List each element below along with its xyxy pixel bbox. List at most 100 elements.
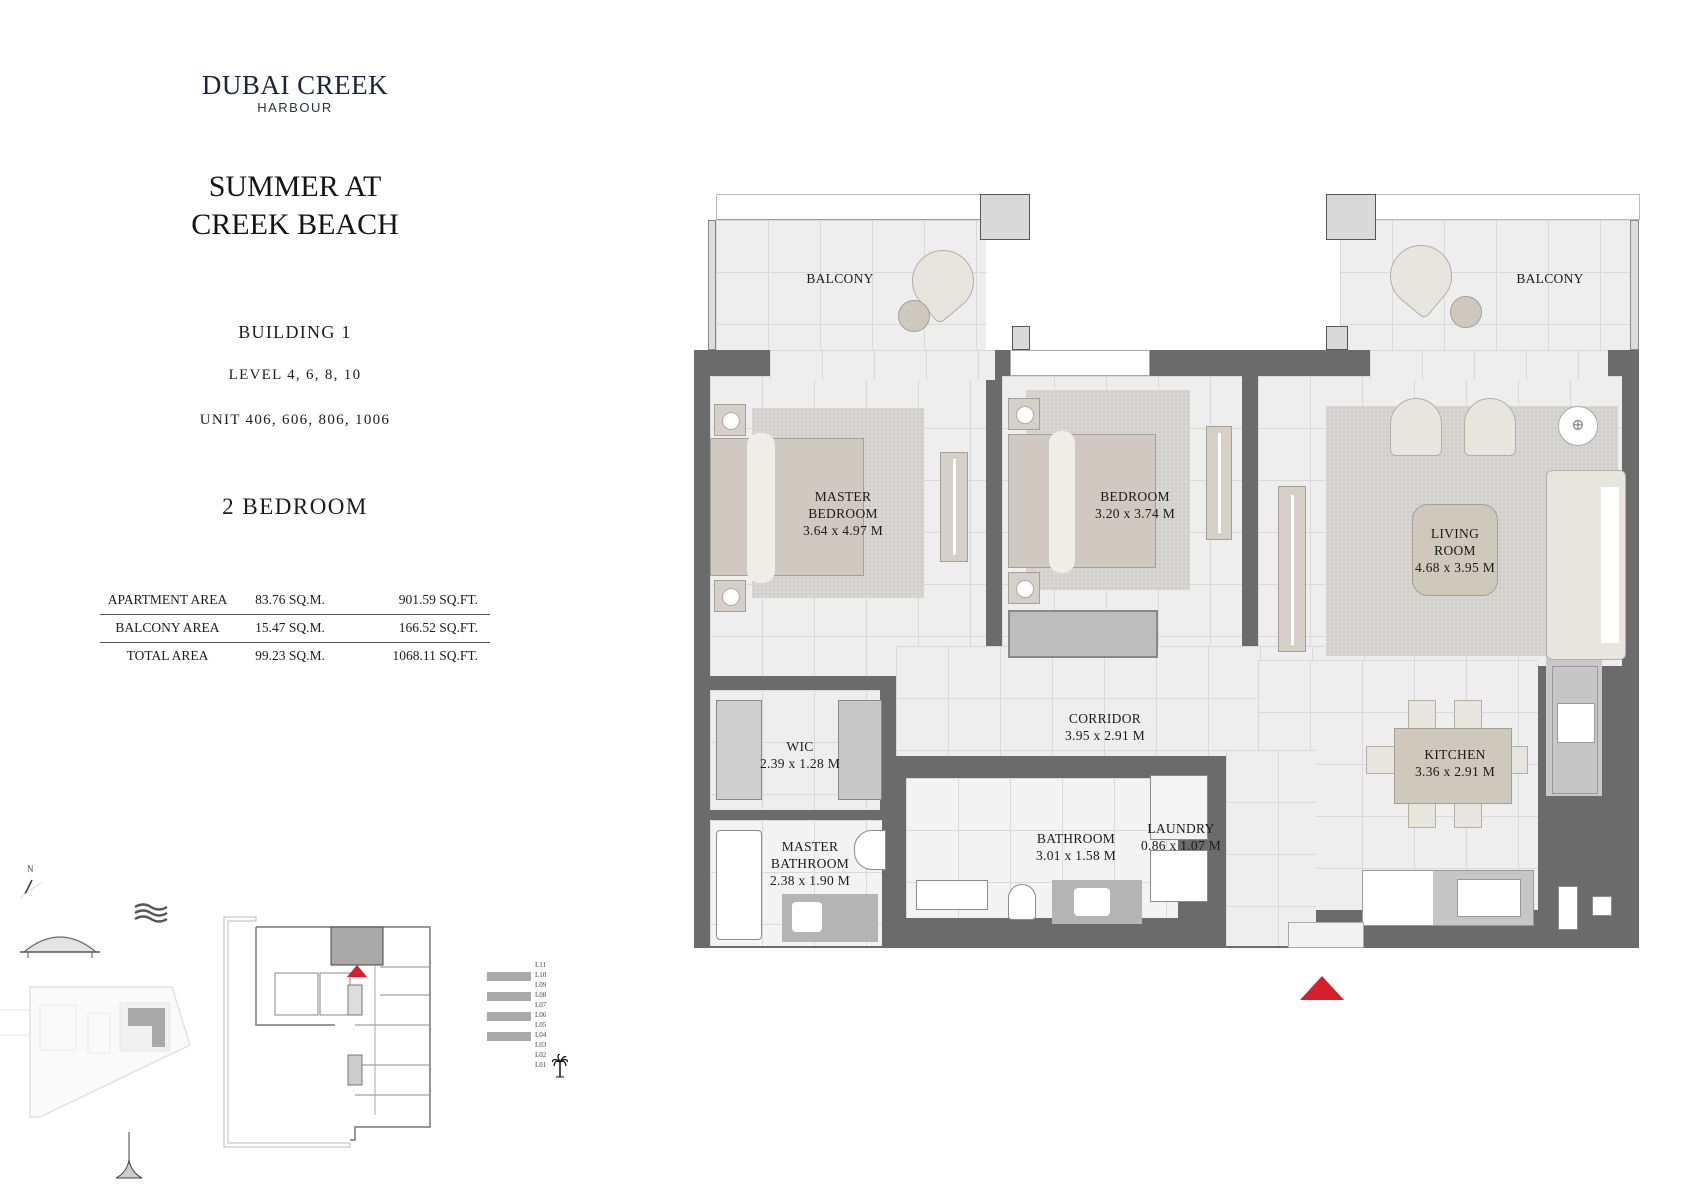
dining-chair [1454, 700, 1482, 730]
area-label: TOTAL AREA [100, 641, 235, 670]
vanity [782, 894, 878, 942]
bedroom-label: BEDROOM 3.20 x 3.74 M [1080, 488, 1190, 522]
north-label: N [27, 864, 34, 874]
balcony-right-railing [1330, 194, 1640, 220]
tv-console [1278, 486, 1306, 652]
dining-chair [1366, 746, 1396, 774]
project-title: SUMMER AT CREEK BEACH [150, 168, 440, 244]
room-name: ROOM [1434, 543, 1476, 558]
level-label: L08 [535, 991, 547, 999]
sink-icon [1457, 879, 1521, 917]
balcony-left-post [1012, 326, 1030, 350]
level-label: L01 [535, 1061, 547, 1069]
entry-area [1226, 750, 1316, 946]
brand-subtitle: HARBOUR [257, 100, 333, 115]
area-sqft: 166.52 SQ.FT. [345, 613, 490, 642]
level-label: L03 [535, 1041, 547, 1049]
balcony-right-side [1630, 220, 1639, 350]
nightstand [1008, 398, 1040, 430]
side-table [898, 300, 930, 332]
level-highlight-l08 [487, 992, 531, 1001]
level-highlight-l06 [487, 1012, 531, 1021]
level-highlight-l04 [487, 1032, 531, 1041]
side-table [1450, 296, 1482, 328]
nightstand [714, 580, 746, 612]
kitchen-counter-bottom [1362, 870, 1534, 926]
wic-label: WIC 2.39 x 1.28 M [750, 738, 850, 772]
vanity [1052, 880, 1142, 924]
balcony-left-side [708, 220, 716, 350]
room-name: MASTER [814, 489, 872, 504]
area-sqm: 15.47 SQ.M. [235, 613, 345, 642]
floor-lamp: ⊕ [1558, 406, 1598, 446]
toilet [1008, 884, 1036, 920]
master-bedroom-label: MASTER BEDROOM 3.64 x 4.97 M [788, 488, 898, 539]
room-size: 4.68 x 3.95 M [1414, 560, 1496, 575]
toilet [854, 830, 886, 870]
unit-type-label: 2 BEDROOM [222, 494, 368, 519]
area-sqm: 83.76 SQ.M. [255, 591, 325, 607]
dining-table [1394, 728, 1512, 804]
bed-throw [1049, 431, 1075, 573]
kitchen-counter-right [1552, 666, 1598, 794]
nightstand [714, 404, 746, 436]
utility-panel [1558, 886, 1578, 930]
level-label: L11 [535, 961, 547, 969]
dresser [940, 452, 968, 562]
bedroom-wardrobe [1008, 610, 1158, 658]
level-label: L04 [535, 1031, 547, 1039]
area-sqft: 1068.11 SQ.FT. [345, 641, 490, 670]
level-label: L06 [535, 1011, 547, 1019]
living-room-label: LIVING ROOM 4.68 x 3.95 M [1400, 525, 1510, 576]
room-name: MASTER [781, 839, 839, 854]
area-sqm: 99.23 SQ.M. [235, 641, 345, 670]
room-name: CORRIDOR [1068, 711, 1142, 726]
area-sqft: 901.59 SQ.FT. [398, 591, 478, 607]
laundry-label: LAUNDRY 0.86 x 1.07 M [1136, 820, 1226, 854]
living-room-entry [1370, 350, 1608, 380]
bedroom-window [1010, 350, 1150, 376]
area-table: APARTMENT AREA 83.76 SQ.M. 901.59 SQ.FT.… [100, 586, 490, 670]
levels-legend: L11 L10 L09 L08 L07 L06 L05 L04 L03 L02 … [480, 960, 580, 1085]
master-bedroom-entry [770, 350, 995, 380]
bed [1008, 431, 1156, 573]
area-label: APARTMENT AREA [107, 591, 228, 607]
bathtub [716, 830, 762, 940]
room-size: 3.64 x 4.97 M [802, 523, 884, 538]
site-outline [0, 986, 191, 1118]
floor-plan: BALCONY BALCONY MASTER BEDROOM 3.64 x 4.… [690, 190, 1650, 1010]
dining-chair [1408, 700, 1436, 730]
building-key-plan [223, 916, 431, 1148]
levels-list: L11 L10 L09 L08 L07 L06 L05 L04 L03 L02 … [535, 960, 546, 1070]
level-label: L02 [535, 1051, 547, 1059]
kitchen-label: KITCHEN 3.36 x 2.91 M [1400, 746, 1510, 780]
laundry-area [1150, 775, 1208, 840]
brand-name: DUBAI CREEK [201, 70, 389, 100]
dresser [1206, 426, 1232, 540]
area-row: APARTMENT AREA 83.76 SQ.M. 901.59 SQ.FT. [100, 586, 490, 614]
balcony-right-column [1326, 194, 1376, 240]
balcony-right-post [1326, 326, 1348, 350]
level-label: L10 [535, 971, 547, 979]
corridor-label: CORRIDOR 3.95 x 2.91 M [1050, 710, 1160, 744]
sofa [1546, 470, 1626, 660]
balcony-left-railing [716, 194, 1026, 220]
bath-storage [916, 880, 988, 910]
balcony-right-label: BALCONY [1516, 271, 1584, 286]
entrance-marker-icon [1300, 976, 1344, 1000]
storage-cabinet [1150, 850, 1208, 902]
cooktop-icon [1557, 703, 1595, 743]
room-size: 3.95 x 2.91 M [1064, 728, 1146, 743]
building-label: BUILDING 1 [238, 322, 352, 342]
room-name: BEDROOM [808, 506, 878, 521]
room-name: KITCHEN [1424, 747, 1486, 762]
levels-label: LEVEL 4, 6, 8, 10 [228, 367, 362, 383]
fridge [1363, 871, 1433, 925]
bathroom-label: BATHROOM 3.01 x 1.58 M [1016, 830, 1136, 864]
armchair [1464, 398, 1516, 456]
room-size: 3.36 x 2.91 M [1414, 764, 1496, 779]
nightstand [1008, 572, 1040, 604]
wic-shelves-left [716, 700, 762, 800]
level-label: L09 [535, 981, 547, 989]
utility-box [1592, 896, 1612, 916]
